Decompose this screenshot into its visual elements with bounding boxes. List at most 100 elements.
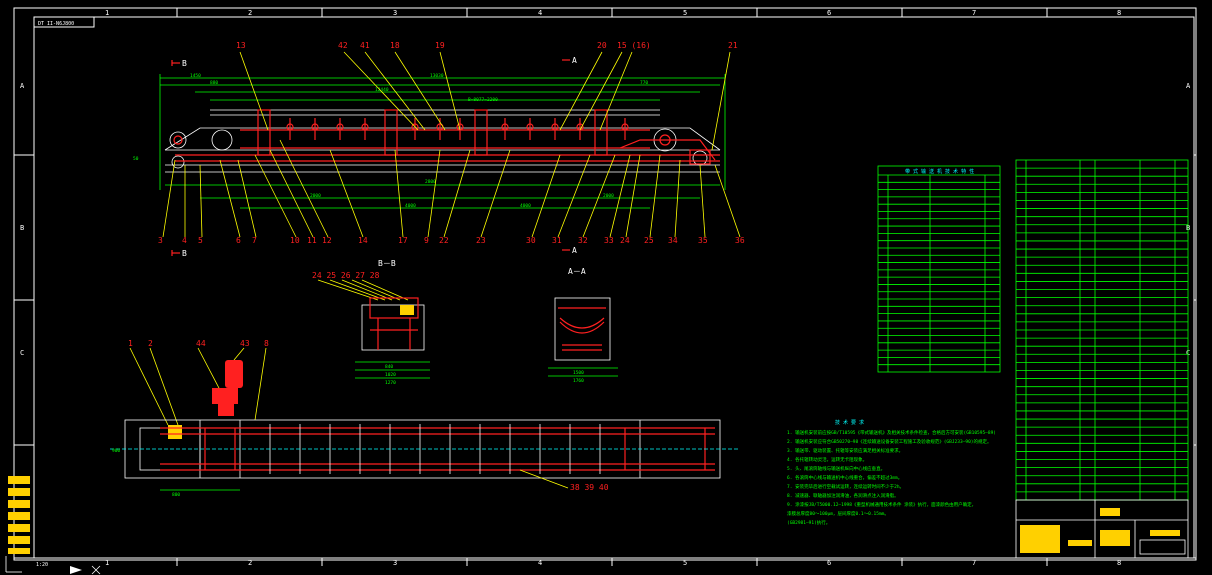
col-label-6-bottom: 6 bbox=[827, 559, 831, 567]
title-block bbox=[1015, 499, 1189, 559]
svg-text:2: 2 bbox=[148, 339, 153, 348]
svg-text:17: 17 bbox=[398, 236, 408, 245]
svg-text:800: 800 bbox=[172, 492, 180, 498]
layer-palette: 1:20 bbox=[8, 476, 48, 568]
svg-text:50: 50 bbox=[133, 156, 139, 162]
row-label-b: B bbox=[20, 224, 24, 232]
section-a-a-title: A－A bbox=[568, 267, 586, 276]
svg-text:1760: 1760 bbox=[573, 378, 584, 384]
svg-text:8: 8 bbox=[264, 339, 269, 348]
svg-text:22: 22 bbox=[439, 236, 449, 245]
svg-text:B=8077=2200: B=8077=2200 bbox=[468, 97, 498, 103]
col-label-3: 3 bbox=[393, 9, 397, 17]
svg-text:1270: 1270 bbox=[385, 380, 396, 386]
svg-text:31: 31 bbox=[552, 236, 562, 245]
col-label-2-bottom: 2 bbox=[248, 559, 252, 567]
svg-text:1450: 1450 bbox=[190, 73, 201, 79]
col-label-4-bottom: 4 bbox=[538, 559, 542, 567]
svg-text:15 (16): 15 (16) bbox=[617, 41, 651, 50]
top-callouts: 13 42 41 18 19 20 15 (16) 21 bbox=[236, 41, 738, 50]
col-label-5-bottom: 5 bbox=[683, 559, 687, 567]
svg-text:4000: 4000 bbox=[405, 203, 416, 209]
svg-text:770: 770 bbox=[640, 80, 648, 86]
row-label-a: A bbox=[20, 82, 25, 90]
svg-text:24: 24 bbox=[620, 236, 630, 245]
svg-text:4: 4 bbox=[182, 236, 187, 245]
elevation-view: 1450 13030 880 770 B=8077=2200 12440 bbox=[133, 51, 741, 238]
svg-text:3: 3 bbox=[158, 236, 163, 245]
svg-text:840: 840 bbox=[385, 364, 393, 370]
svg-text:7. 安装完毕后进行空载试运转，连续运转时间不少于2h。: 7. 安装完毕后进行空载试运转，连续运转时间不少于2h。 bbox=[787, 483, 904, 490]
svg-text:2000: 2000 bbox=[310, 193, 321, 199]
tech-req-title: 技 术 要 求 bbox=[835, 419, 864, 426]
svg-text:44: 44 bbox=[196, 339, 206, 348]
svg-text:10: 10 bbox=[290, 236, 300, 245]
section-a-a: A－A 1500 1760 bbox=[548, 267, 618, 384]
svg-text:34: 34 bbox=[668, 236, 678, 245]
svg-text:2. 输送机安装应符合GB50270—98《连续输送设备安装: 2. 输送机安装应符合GB50270—98《连续输送设备安装工程施工及验收规范》… bbox=[787, 438, 992, 445]
row-label-c: C bbox=[20, 349, 24, 357]
svg-text:1500: 1500 bbox=[573, 370, 584, 376]
col-label-7-bottom: 7 bbox=[972, 559, 976, 567]
svg-text:20: 20 bbox=[597, 41, 607, 50]
row-label-a-right: A bbox=[1186, 82, 1191, 90]
svg-text:2800: 2800 bbox=[425, 179, 436, 185]
svg-text:32: 32 bbox=[578, 236, 588, 245]
svg-text:11: 11 bbox=[307, 236, 317, 245]
section-arrows: B B A A bbox=[171, 56, 577, 258]
svg-text:1. 输送机安装前应按GB/T10595《带式输送机》及相关: 1. 输送机安装前应按GB/T10595《带式输送机》及相关技术条件检查，合格后… bbox=[787, 429, 996, 436]
svg-text:41: 41 bbox=[360, 41, 370, 50]
svg-text:13: 13 bbox=[236, 41, 246, 50]
col-label-5: 5 bbox=[683, 9, 687, 17]
svg-text:5. 头、尾滚筒轴线与输送机纵向中心线应垂直。: 5. 头、尾滚筒轴线与输送机纵向中心线应垂直。 bbox=[787, 465, 885, 472]
svg-text:4. 各托辊转动灵活，运转无卡阻现象。: 4. 各托辊转动灵活，运转无卡阻现象。 bbox=[787, 456, 867, 463]
inner-frame bbox=[33, 16, 1195, 559]
plan-bottom-callout: 38 39 40 bbox=[570, 483, 609, 492]
svg-text:35: 35 bbox=[698, 236, 708, 245]
svg-text:25: 25 bbox=[644, 236, 654, 245]
svg-text:1: 1 bbox=[128, 339, 133, 348]
col-label-1: 1 bbox=[105, 9, 109, 17]
svg-text:900: 900 bbox=[112, 448, 120, 454]
scale-label: 1:20 bbox=[36, 562, 48, 568]
section-b-b-title: B－B bbox=[378, 259, 396, 268]
svg-text:A: A bbox=[572, 56, 577, 65]
column-grid-bottom: 1 2 3 4 5 6 7 8 bbox=[14, 557, 1196, 567]
col-label-8: 8 bbox=[1117, 9, 1121, 17]
ucs-icon bbox=[5, 556, 101, 575]
tech-spec-table: 带 式 输 送 机 技 术 特 性 bbox=[877, 165, 1001, 373]
bottom-callouts: 3 4 5 6 7 10 11 12 14 17 9 22 23 30 31 3… bbox=[158, 236, 745, 245]
svg-text:A: A bbox=[572, 246, 577, 255]
col-label-8-bottom: 8 bbox=[1117, 559, 1121, 567]
svg-text:3. 输送带、驱动装置、托辊等安装应满足相关标准要求。: 3. 输送带、驱动装置、托辊等安装应满足相关标准要求。 bbox=[787, 447, 903, 454]
svg-text:6: 6 bbox=[236, 236, 241, 245]
svg-text:1020: 1020 bbox=[385, 372, 396, 378]
svg-text:13030: 13030 bbox=[430, 73, 444, 79]
svg-text:12440: 12440 bbox=[375, 87, 389, 93]
svg-text:漆膜总厚度80～100μm，层间厚度0.1～0.15mm。: 漆膜总厚度80～100μm，层间厚度0.1～0.15mm。 bbox=[787, 510, 889, 517]
svg-text:19: 19 bbox=[435, 41, 445, 50]
svg-text:5: 5 bbox=[198, 236, 203, 245]
section-b-b: B－B 24 25 26 27 28 840 1020 1270 bbox=[312, 259, 430, 386]
svg-text:4000: 4000 bbox=[520, 203, 531, 209]
svg-text:33: 33 bbox=[604, 236, 614, 245]
svg-text:7: 7 bbox=[252, 236, 257, 245]
bb-callouts: 24 25 26 27 28 bbox=[312, 271, 380, 280]
svg-text:(GB2981—91)执行。: (GB2981—91)执行。 bbox=[787, 519, 830, 526]
outer-frame bbox=[13, 7, 1197, 561]
parts-list bbox=[1015, 159, 1189, 501]
row-grid: A B C A B C bbox=[14, 82, 1196, 446]
svg-text:880: 880 bbox=[210, 80, 218, 86]
svg-text:8. 减速器、联轴器加注润滑油，各润滑点注入润滑脂。: 8. 减速器、联轴器加注润滑油，各润滑点注入润滑脂。 bbox=[787, 492, 899, 499]
svg-text:43: 43 bbox=[240, 339, 250, 348]
tech-requirements: 技 术 要 求 1. 输送机安装前应按GB/T10595《带式输送机》及相关技术… bbox=[787, 419, 996, 526]
svg-text:2000: 2000 bbox=[603, 193, 614, 199]
svg-text:B: B bbox=[182, 249, 187, 258]
svg-text:30: 30 bbox=[526, 236, 536, 245]
svg-text:12: 12 bbox=[322, 236, 332, 245]
col-label-2: 2 bbox=[248, 9, 252, 17]
svg-text:9. 涂漆按JB/T5000.12—1998《重型机械通用技: 9. 涂漆按JB/T5000.12—1998《重型机械通用技术条件 涂装》执行，… bbox=[787, 501, 976, 508]
drawing-code-box bbox=[33, 16, 95, 28]
svg-text:36: 36 bbox=[735, 236, 745, 245]
